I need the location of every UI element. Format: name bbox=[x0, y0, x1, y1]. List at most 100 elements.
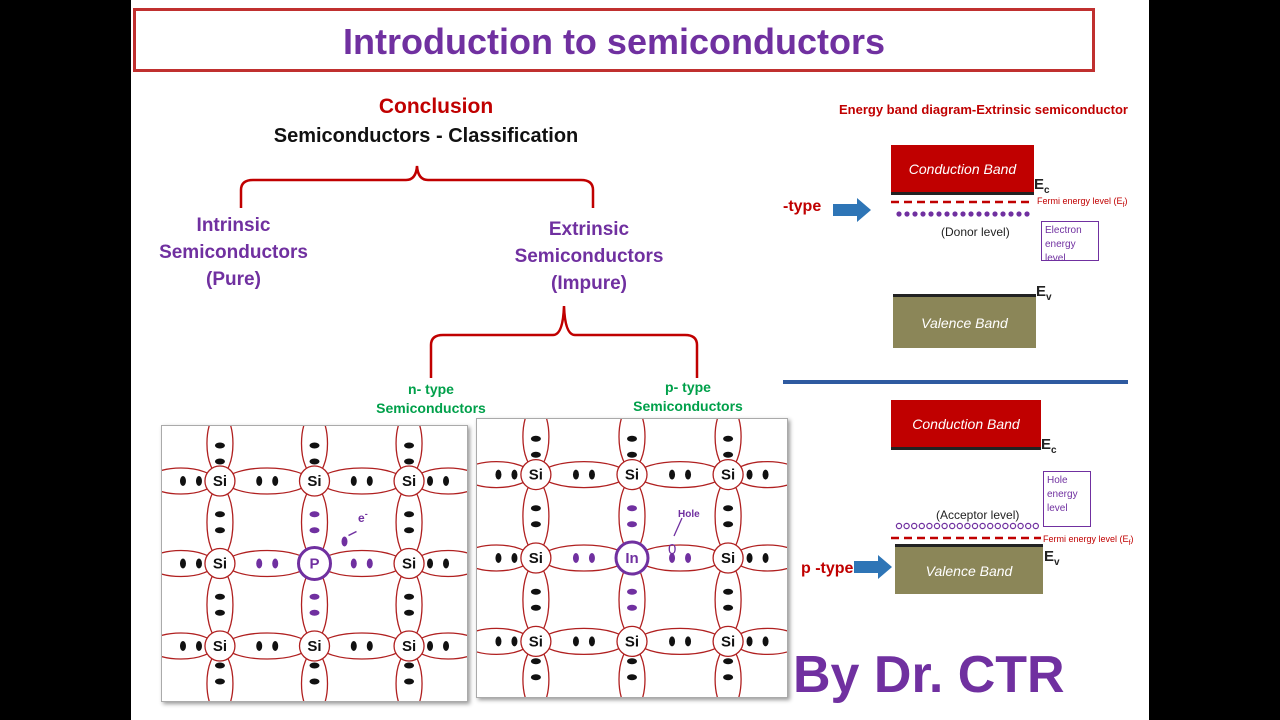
acceptor-dot bbox=[1024, 522, 1032, 530]
atom-label: Si bbox=[213, 473, 227, 490]
valence-electron bbox=[214, 527, 225, 534]
hole-energy-box: Hole energy level bbox=[1043, 471, 1091, 527]
valence-electron bbox=[404, 609, 415, 616]
bond-h bbox=[225, 467, 310, 495]
valence-electron bbox=[627, 604, 637, 611]
valence-electron bbox=[685, 553, 692, 563]
valence-electron bbox=[495, 636, 502, 647]
electron-energy-box: Electron energy level bbox=[1041, 221, 1099, 264]
valence-electron bbox=[214, 458, 225, 465]
valence-electron bbox=[366, 641, 373, 651]
valence-electron bbox=[530, 521, 541, 528]
valence-electron bbox=[404, 458, 415, 465]
valence-electron bbox=[404, 678, 415, 685]
valence-electron bbox=[195, 641, 202, 651]
valence-electron bbox=[511, 636, 518, 647]
n-fermi-donor-levels bbox=[891, 200, 1031, 217]
valence-electron bbox=[588, 553, 595, 563]
valence-electron bbox=[723, 588, 734, 595]
valence-electron bbox=[572, 636, 579, 647]
valence-electron bbox=[627, 588, 637, 595]
atom-label: Si bbox=[721, 633, 735, 650]
acceptor-dot bbox=[895, 522, 903, 530]
valence-electron bbox=[627, 658, 637, 665]
electron-label: e- bbox=[358, 509, 368, 525]
atom-label: Si bbox=[213, 556, 227, 573]
valence-electron bbox=[404, 593, 415, 600]
valence-electron bbox=[214, 442, 225, 449]
si-atom bbox=[298, 465, 331, 497]
bond-h bbox=[319, 549, 404, 578]
si-atom bbox=[712, 542, 744, 574]
donor-dot bbox=[968, 211, 974, 217]
p-type-label: p- type Semiconductors bbox=[633, 379, 743, 414]
donor-dot bbox=[896, 211, 902, 217]
valence-electron bbox=[195, 558, 202, 569]
valence-electron bbox=[588, 469, 595, 480]
acceptor-dot bbox=[986, 522, 994, 530]
atom-label: In bbox=[625, 550, 638, 567]
bond-h bbox=[541, 544, 627, 572]
hole-mark: 0 bbox=[668, 541, 677, 558]
acceptor-dot bbox=[1002, 522, 1009, 530]
donor-dot bbox=[928, 211, 934, 217]
valence-electron bbox=[530, 604, 541, 611]
valence-electron bbox=[309, 662, 320, 669]
intrinsic-label: Intrinsic Semiconductors (Pure) bbox=[159, 215, 308, 290]
atom-label: P bbox=[309, 556, 319, 573]
slide-title: Introduction to semiconductors bbox=[342, 21, 885, 62]
si-atom bbox=[204, 547, 236, 580]
atom-label: Si bbox=[402, 638, 416, 655]
valence-electron bbox=[723, 505, 734, 512]
valence-electron bbox=[723, 451, 734, 458]
p-ec-label: Ec bbox=[1041, 436, 1057, 456]
tree-braces bbox=[239, 165, 1128, 384]
acceptor-dot bbox=[964, 522, 971, 530]
valence-electron bbox=[495, 553, 502, 563]
valence-electron bbox=[179, 558, 186, 569]
valence-electron bbox=[627, 521, 637, 528]
bond-v bbox=[714, 563, 742, 637]
valence-electron bbox=[214, 662, 225, 669]
valence-electron bbox=[427, 558, 434, 569]
donor-dot bbox=[936, 211, 942, 217]
valence-electron bbox=[530, 674, 541, 681]
bond-h bbox=[225, 632, 310, 660]
p-conduction-band: Conduction Band bbox=[891, 400, 1041, 450]
n-ev-label: Ev bbox=[1036, 283, 1052, 303]
atom-label: Si bbox=[307, 638, 321, 655]
donor-dot bbox=[1000, 211, 1006, 217]
free-electron bbox=[341, 536, 348, 547]
bond-h bbox=[541, 627, 627, 656]
valence-electron bbox=[443, 558, 450, 569]
si-atom bbox=[204, 465, 236, 497]
valence-electron bbox=[627, 435, 637, 442]
donor-dot bbox=[1008, 211, 1014, 217]
valence-electron bbox=[627, 674, 637, 681]
valence-electron bbox=[309, 442, 320, 449]
valence-electron bbox=[762, 469, 769, 480]
extrinsic-label: Extrinsic Semiconductors (Impure) bbox=[514, 219, 664, 294]
classification-heading: Semiconductors - Classification bbox=[273, 125, 579, 147]
energy-title: Energy band diagram-Extrinsic semiconduc… bbox=[839, 102, 1128, 117]
acceptor-level-label: (Acceptor level) bbox=[936, 508, 1020, 522]
valence-electron bbox=[746, 553, 753, 563]
p-fermi-label: Fermi energy level (Ef) bbox=[1043, 534, 1134, 547]
si-atom bbox=[393, 547, 425, 580]
valence-electron bbox=[179, 476, 186, 486]
valence-electron bbox=[272, 476, 279, 486]
acceptor-dot bbox=[941, 522, 948, 530]
atom-label: Si bbox=[307, 473, 321, 490]
valence-electron bbox=[404, 662, 415, 669]
valence-electron bbox=[511, 469, 518, 480]
author-credit: By Dr. CTR bbox=[793, 646, 1065, 704]
bond-v bbox=[522, 563, 550, 637]
si-atom bbox=[298, 630, 331, 662]
valence-electron bbox=[309, 458, 320, 465]
si-atom bbox=[393, 465, 425, 497]
bond-h bbox=[637, 544, 723, 572]
valence-electron bbox=[746, 469, 753, 480]
atom-label: Si bbox=[213, 638, 227, 655]
si-atom bbox=[712, 458, 744, 491]
